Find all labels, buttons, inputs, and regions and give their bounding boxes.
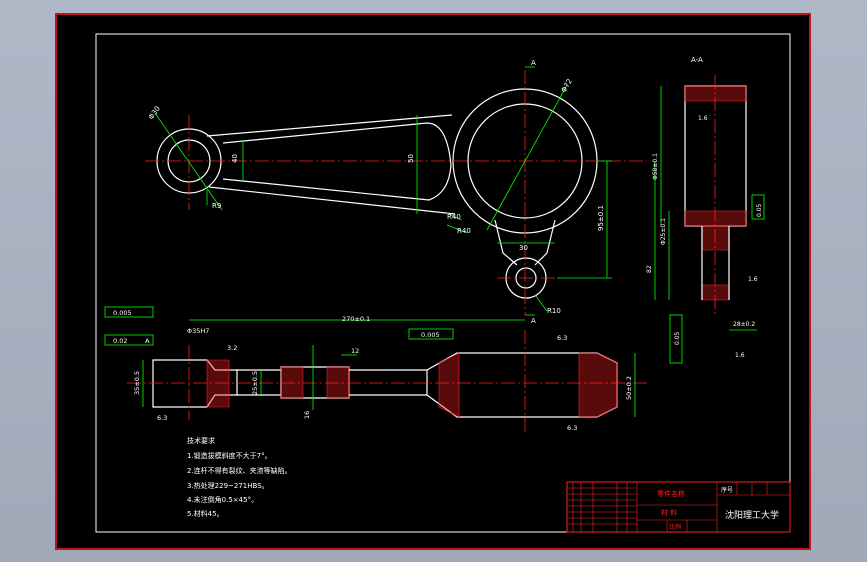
dim-25: 25±0.5	[251, 371, 259, 395]
dim-right-g: 0.05	[756, 203, 763, 217]
section-stem	[701, 226, 730, 300]
section-mark-bottom: A	[531, 317, 536, 325]
section-view: A-A Φ58±0.1 Φ25±0.1	[646, 56, 765, 364]
gdt-b: 0.02	[113, 337, 127, 345]
title-part-name: 零件名称	[657, 489, 685, 498]
section-hatch-bottom	[701, 284, 730, 301]
section-dims	[654, 86, 765, 364]
dim-phi-big: Φ72	[560, 78, 574, 94]
title-block-frame	[566, 481, 791, 533]
gdt-c: 0.005	[421, 331, 440, 339]
notes-item-2: 2.连杆不得有裂纹、夹渣等缺陷。	[187, 466, 292, 475]
gdt-b-datum: A	[145, 337, 150, 345]
dim-phi-small: Φ30	[147, 105, 162, 121]
rough-63a: 6.3	[157, 414, 167, 422]
dim-right-d: 28±0.2	[733, 321, 755, 328]
dims-top	[154, 66, 612, 316]
front-view: 270±0.1 0.005 0.02 A 0.005 12 35±0.5 25±…	[104, 306, 647, 435]
phi-top-left: Φ35H7	[187, 327, 209, 335]
dim-right-e: 1.6	[698, 115, 708, 122]
dim-50b: 50±0.2	[625, 376, 633, 400]
front-hatch-shank	[280, 366, 350, 399]
section-outline	[684, 85, 747, 227]
dim-r40b: R40	[457, 227, 471, 235]
dim-r10: R10	[547, 307, 561, 315]
front-hatch-big-a	[438, 352, 460, 418]
notes-item-4: 4.未注倒角0.5×45°。	[187, 495, 258, 504]
dim-95: 95±0.1	[597, 205, 605, 231]
rough-63c: 6.3	[557, 334, 567, 342]
section-title: A-A	[691, 56, 703, 64]
section-hatch-stem	[701, 225, 730, 251]
rough-63b: 6.3	[567, 424, 577, 432]
notes-item-5: 5.材料45。	[187, 509, 224, 518]
dim-30: 30	[519, 244, 528, 252]
title-scale: 比例	[669, 523, 681, 531]
dim-35: 35±0.5	[133, 371, 141, 395]
notes-item-3: 3.热处理229~271HBS。	[187, 481, 269, 490]
gdt-a: 0.005	[113, 309, 132, 317]
section-labels: Φ58±0.1 Φ25±0.1 82 28±0.2 1.6 1.6 0.05 1…	[646, 115, 763, 359]
notes-item-1: 1.锻造拔模斜度不大于7°。	[187, 451, 272, 460]
title-seq: 序号	[721, 486, 733, 494]
boss	[494, 219, 556, 266]
dim-40: 40	[231, 154, 239, 163]
technical-notes: 技术要求 1.锻造拔模斜度不大于7°。 2.连杆不得有裂纹、夹渣等缺陷。 3.热…	[187, 436, 292, 518]
front-shank-a	[237, 369, 282, 396]
rough-32: 3.2	[227, 344, 237, 352]
title-school: 沈阳理工大学	[725, 509, 779, 521]
dim-right-h: 1.6	[735, 352, 745, 359]
dim-right-c: 82	[646, 265, 653, 273]
dim-right-i: 0.05	[674, 331, 681, 345]
dim-r40a: R40	[447, 213, 461, 221]
dim-right-b: Φ25±0.1	[660, 218, 667, 245]
inner-frame	[95, 33, 791, 533]
drawing-sheet[interactable]: A A Φ72 Φ30 R9 40 50 R40 R40 30 R10 95±0…	[55, 13, 811, 550]
section-mark-top: A	[531, 59, 536, 67]
front-dims	[104, 306, 636, 417]
title-material: 材 料	[661, 508, 677, 517]
dim-r-small: R9	[212, 202, 221, 210]
dim-270: 270±0.1	[342, 315, 370, 323]
section-hatch-mid	[684, 210, 747, 227]
dim-16: 16	[303, 411, 311, 419]
top-view	[156, 88, 598, 299]
section-hatch-top	[684, 85, 747, 102]
front-hatch-big-b	[578, 352, 618, 418]
shank-top	[206, 114, 453, 137]
front-labels: 270±0.1 0.005 0.02 A 0.005 12 35±0.5 25±…	[113, 309, 633, 432]
dim-12: 12	[351, 347, 359, 355]
dim-right-a: Φ58±0.1	[652, 153, 659, 180]
dim-right-f: 1.6	[748, 276, 758, 283]
drawing-canvas: A A Φ72 Φ30 R9 40 50 R40 R40 30 R10 95±0…	[95, 33, 791, 533]
title-block-grid	[567, 482, 790, 532]
top-view-labels: A A Φ72 Φ30 R9 40 50 R40 R40 30 R10 95±0…	[147, 59, 605, 325]
shank-web	[222, 122, 452, 201]
title-block: 零件名称 材 料 比例 序号 沈阳理工大学	[566, 481, 791, 533]
front-shank-c	[349, 369, 428, 396]
notes-heading: 技术要求	[187, 436, 215, 445]
dim-50: 50	[407, 154, 415, 163]
shank-bottom	[208, 186, 456, 215]
front-hatch-small	[206, 359, 230, 408]
